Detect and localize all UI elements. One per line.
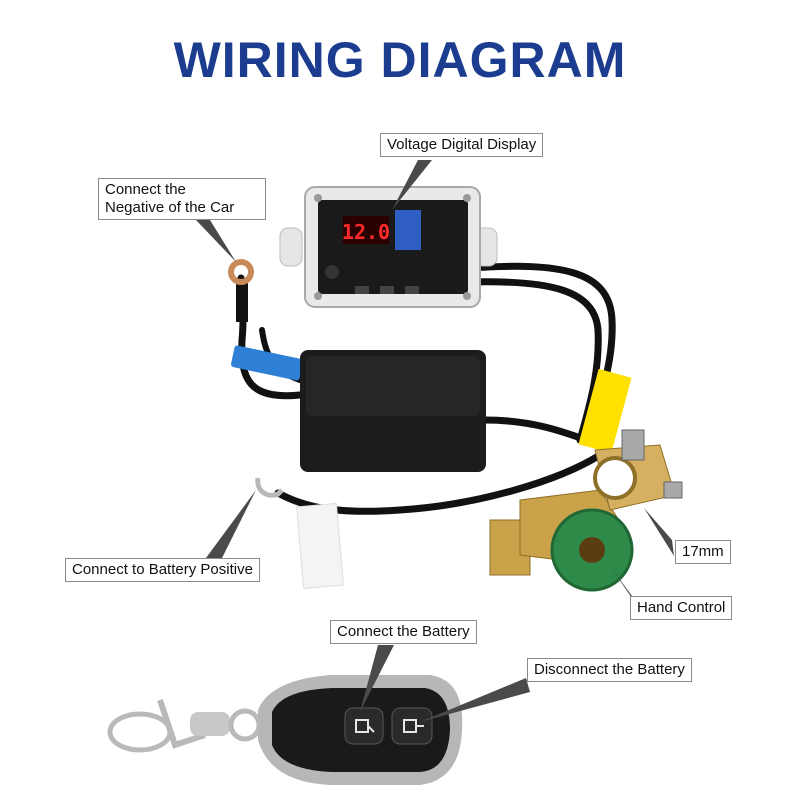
diagram-title: WIRING DIAGRAM	[173, 32, 627, 88]
pointer-voltage-display	[392, 160, 432, 210]
label-battery-positive: Connect to Battery Positive	[65, 558, 260, 582]
disconnect-button[interactable]	[391, 707, 433, 745]
connect-button[interactable]	[344, 707, 384, 745]
label-17mm: 17mm	[675, 540, 731, 564]
pointer-disconnect-battery	[420, 678, 530, 722]
label-connect-negative: Connect the Negative of the Car	[98, 178, 266, 220]
battery-switch	[489, 429, 683, 592]
pointer-connect-battery	[360, 645, 394, 712]
label-disconnect-battery: Disconnect the Battery	[527, 658, 692, 682]
display-readout: 12.0	[342, 220, 390, 244]
label-connect-negative-line2: Negative of the Car	[105, 199, 235, 216]
pointer-negative	[196, 220, 236, 262]
positive-cable	[274, 451, 604, 515]
voltage-display-module: 12.0	[279, 186, 498, 308]
blue-tape-tag	[231, 345, 303, 381]
fork-terminal	[255, 477, 345, 590]
label-connect-battery: Connect the Battery	[330, 620, 477, 644]
label-voltage-display: Voltage Digital Display	[380, 133, 544, 157]
lock-open-icon	[403, 719, 424, 733]
label-hand-control: Hand Control	[630, 596, 733, 620]
yellow-tag	[578, 368, 632, 454]
pointer-17mm	[644, 508, 674, 556]
lock-closed-icon	[355, 719, 375, 733]
control-box	[300, 350, 486, 472]
label-connect-negative-line1: Connect the	[105, 181, 186, 198]
display-cable-2	[466, 278, 602, 444]
ring-terminal	[228, 259, 254, 322]
pointer-battery-positive	[206, 490, 256, 558]
callout-pointers	[196, 160, 674, 722]
